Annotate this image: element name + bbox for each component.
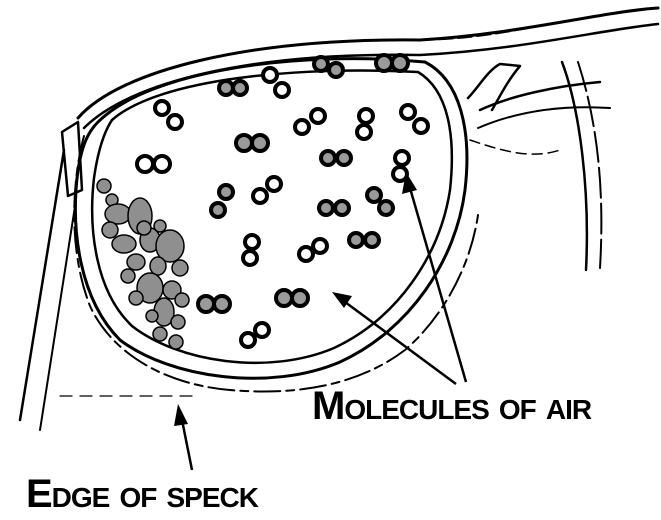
molecule xyxy=(155,101,182,129)
molecule xyxy=(319,201,349,215)
molecule xyxy=(219,81,247,95)
molecules-of-air-label: Molecules of air xyxy=(312,384,591,429)
molecule xyxy=(276,290,308,306)
molecule xyxy=(295,109,325,134)
molecule xyxy=(137,156,170,172)
molecule xyxy=(376,55,408,71)
molecule xyxy=(299,239,327,261)
molecule xyxy=(367,188,393,215)
edge-of-speck-label: Edge of speck xyxy=(26,472,258,517)
arrow-to-speck-edge xyxy=(174,404,192,470)
dust-speck xyxy=(97,179,189,349)
molecule xyxy=(321,151,351,165)
molecule xyxy=(253,177,281,203)
molecule xyxy=(241,323,269,347)
molecule xyxy=(357,109,373,139)
molecule xyxy=(236,135,268,151)
molecule xyxy=(243,235,259,265)
molecule xyxy=(401,105,428,133)
molecule xyxy=(198,296,230,312)
molecule xyxy=(211,185,233,217)
molecule xyxy=(349,233,379,247)
